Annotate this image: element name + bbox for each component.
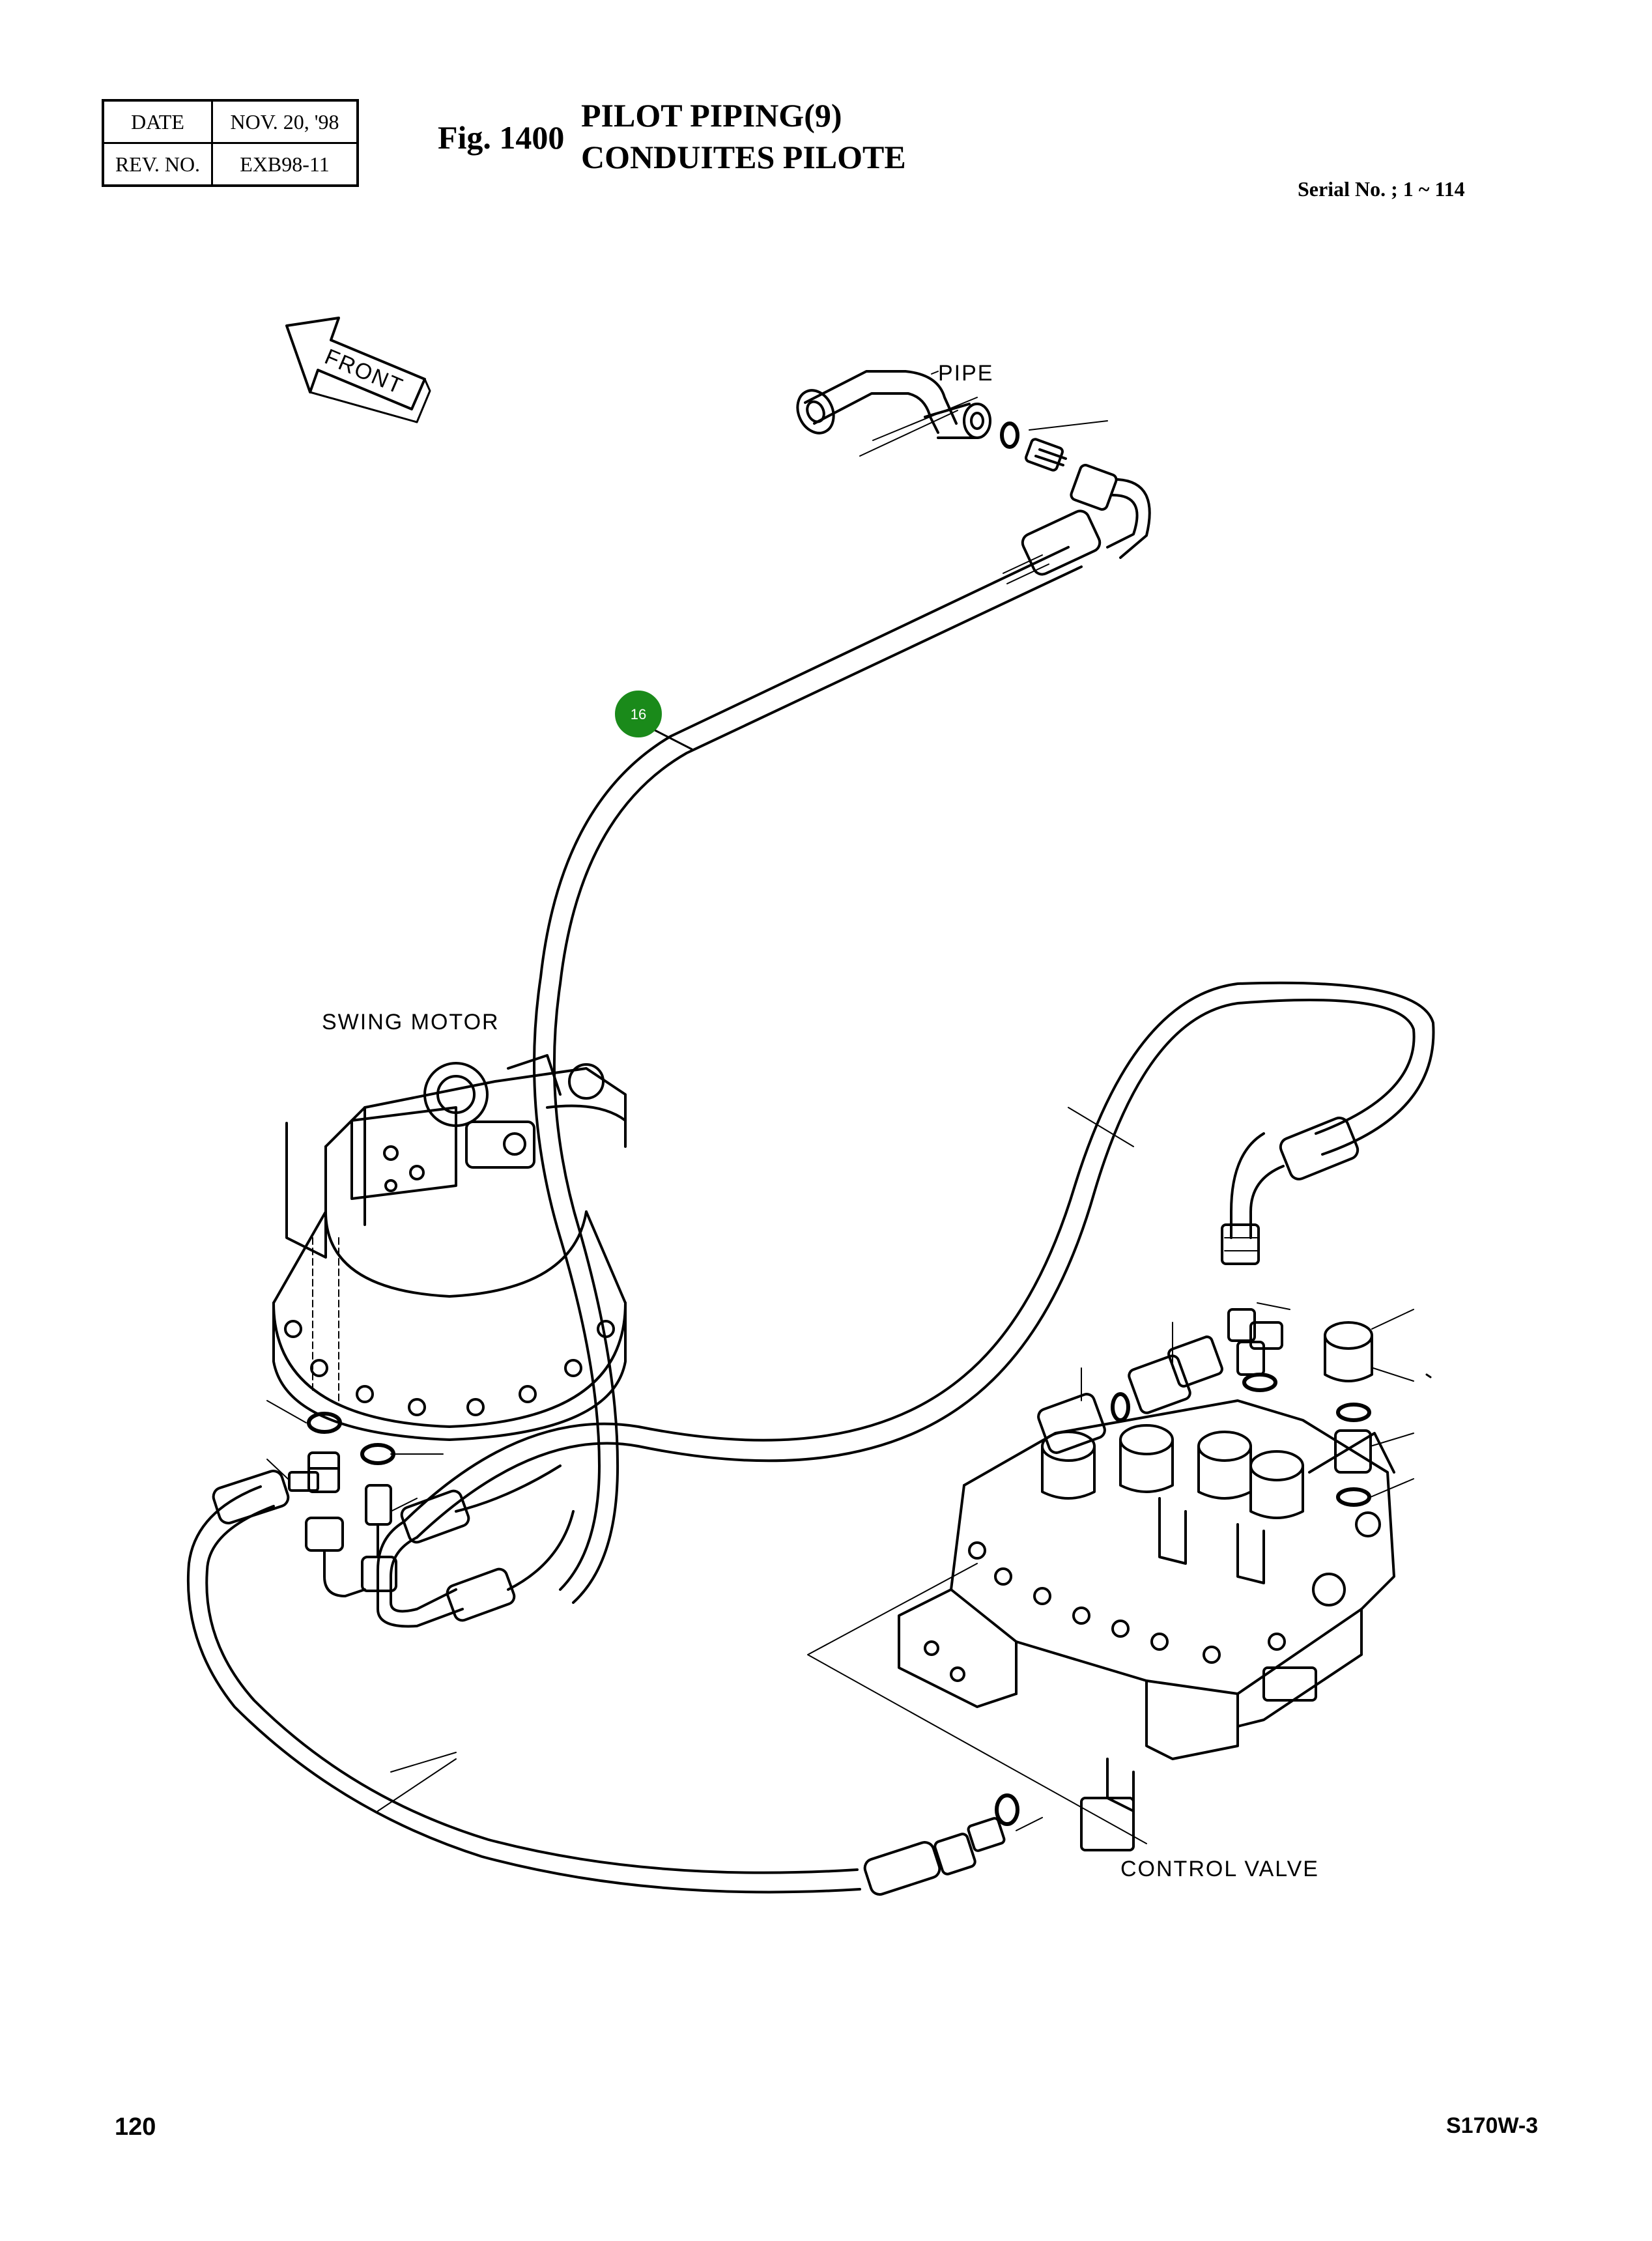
date-value: NOV. 20, '98 (211, 99, 359, 144)
title-french: CONDUITES PILOTE (581, 139, 906, 175)
title-english: PILOT PIPING(9) (581, 97, 842, 134)
model-code: S170W-3 (1446, 2113, 1539, 2138)
date-label: DATE (102, 99, 213, 144)
figure-number: Fig. 1400 (438, 119, 565, 156)
rev-label: REV. NO. (102, 142, 213, 187)
connecting-hoses (186, 981, 1435, 1896)
control-valve-fittings (1037, 1302, 1432, 1507)
serial-number: Serial No. ; 1 ~ 114 (1298, 177, 1465, 201)
callout-16: 16 (615, 691, 662, 737)
pipe-assembly: PIPE (796, 361, 1151, 559)
swing-motor-label: SWING MOTOR (322, 1010, 500, 1035)
control-valve-label: CONTROL VALVE (1120, 1857, 1319, 1881)
front-arrow: FRONT (285, 317, 431, 423)
rev-value: EXB98-11 (211, 142, 359, 187)
revision-table: DATE NOV. 20, '98 REV. NO. EXB98-11 (102, 99, 359, 187)
page-number: 120 (115, 2113, 156, 2141)
callout-16-label: 16 (631, 706, 646, 722)
swing-motor: SWING MOTOR (272, 1010, 627, 1441)
pipe-label: PIPE (938, 361, 993, 386)
control-valve: CONTROL VALVE (807, 1399, 1395, 1881)
swing-motor-fittings (266, 1400, 444, 1597)
hose-16 (533, 509, 1102, 1604)
